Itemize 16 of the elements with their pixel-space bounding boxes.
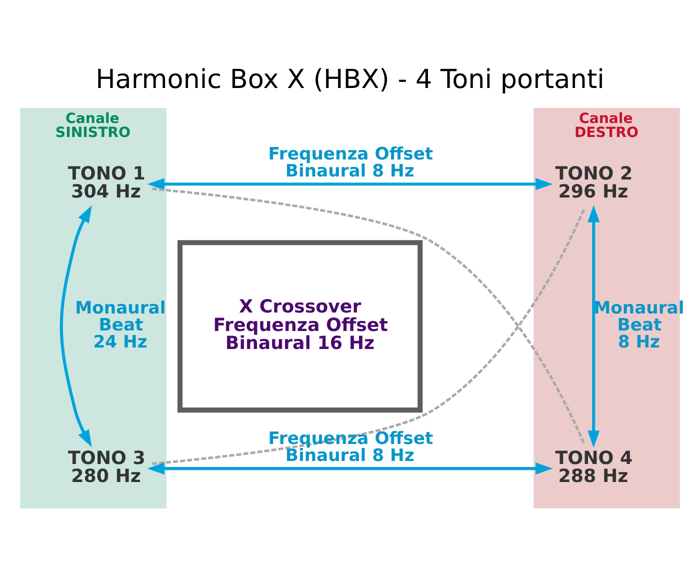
node-text: TONO 1 304 Hz [68,162,146,202]
diagram-title: Harmonic Box X (HBX) - 4 Toni portanti [96,64,604,95]
arrow [147,178,553,190]
edge-label: Monaural Beat 8 Hz [594,298,684,352]
node-text: TONO 2 296 Hz [555,162,633,202]
node-text: TONO 4 288 Hz [555,447,633,487]
node-box: X Crossover Frequenza Offset Binaural 16 Hz [178,240,423,412]
edge-label: Frequenza Offset Binaural 8 Hz [268,144,434,182]
connector [152,208,585,465]
arrow [588,204,600,448]
node-text: TONO 3 280 Hz [68,447,146,487]
edge-label: Frequenza Offset Binaural 8 Hz [268,428,434,466]
connector [152,187,585,444]
arrow [60,204,92,447]
edge-label: Monaural Beat 24 Hz [75,298,166,352]
arrow [147,462,553,474]
